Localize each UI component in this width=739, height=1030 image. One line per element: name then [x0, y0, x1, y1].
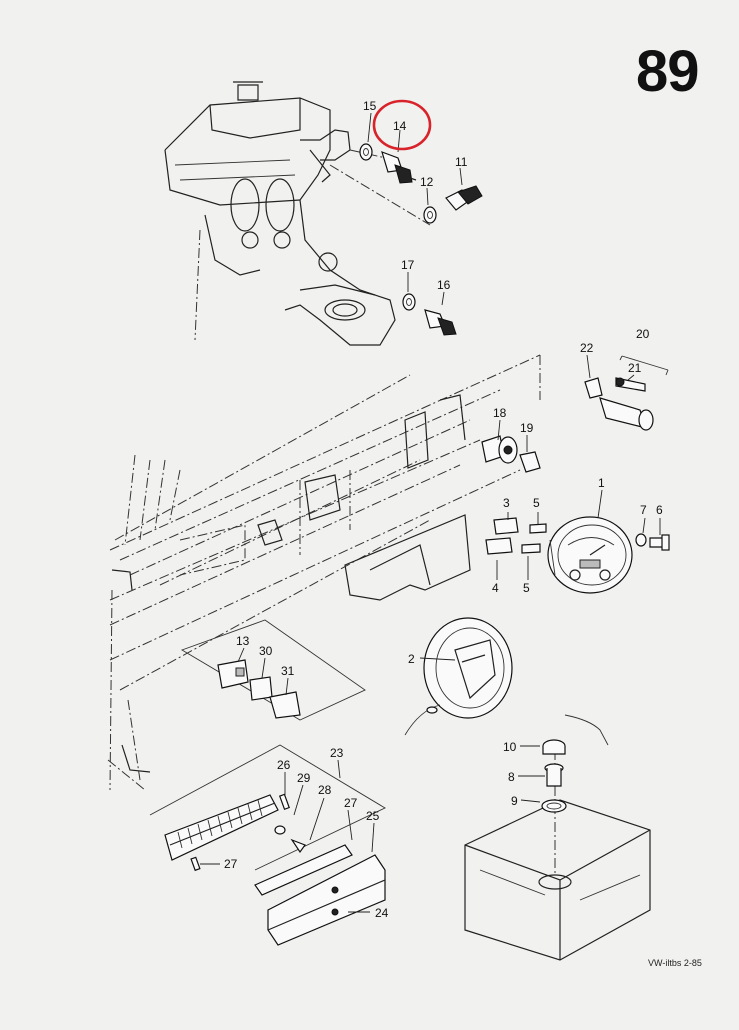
callout-5b: 5 — [523, 581, 530, 595]
callout-15: 15 — [363, 99, 377, 113]
callout-31: 31 — [281, 664, 295, 678]
callout-24: 24 — [375, 906, 389, 920]
callout-2: 2 — [408, 652, 415, 666]
callout-18: 18 — [493, 406, 507, 420]
part-11-switch — [445, 185, 483, 211]
leader-lines — [200, 112, 661, 913]
fuel-tank — [464, 714, 651, 961]
part-9-seal — [541, 799, 567, 813]
fuse-box — [149, 744, 386, 872]
callout-13: 13 — [236, 634, 250, 648]
callout-7: 7 — [640, 503, 647, 517]
part-20-lighter-assembly — [599, 355, 669, 431]
part-16-sender — [424, 309, 457, 336]
callout-17: 17 — [401, 258, 415, 272]
callout-21: 21 — [628, 361, 642, 375]
part-17-washer — [402, 293, 416, 311]
callout-4: 4 — [492, 581, 499, 595]
part-22-socket — [584, 377, 603, 399]
parts-6-7-screw-washer — [635, 533, 670, 551]
callout-1: 1 — [598, 476, 605, 490]
callout-12: 12 — [420, 175, 434, 189]
part-14-oil-pressure-switch — [381, 151, 417, 184]
callout-25: 25 — [366, 809, 380, 823]
callout-11: 11 — [455, 155, 468, 169]
callout-16: 16 — [437, 278, 451, 292]
footer-code: VW-iltbs 2-85 — [648, 958, 702, 968]
callout-27a: 27 — [344, 796, 358, 810]
part-1-instrument-cluster — [547, 516, 633, 594]
part-8-sender — [544, 763, 564, 787]
callout-labels: 1 2 3 4 5 5 6 7 8 9 10 11 12 13 14 15 16… — [224, 99, 663, 920]
callout-3: 3 — [503, 496, 510, 510]
callout-5a: 5 — [533, 496, 540, 510]
part-19-clip — [519, 451, 541, 473]
parts-3-4-5-bulbs — [485, 517, 547, 555]
part-21-element — [615, 377, 646, 392]
part-12-washer — [423, 206, 437, 224]
highlight-circle — [372, 99, 432, 151]
callout-10: 10 — [503, 740, 517, 754]
part-18-switch — [481, 435, 518, 464]
part-2-gauge — [423, 617, 513, 719]
dashboard-frame — [107, 354, 541, 791]
part-15-washer — [359, 143, 373, 161]
callout-8: 8 — [508, 770, 515, 784]
callout-26: 26 — [277, 758, 291, 772]
callout-27b: 27 — [224, 857, 238, 871]
part-10-nut — [542, 739, 566, 755]
cover-plates — [254, 844, 386, 946]
callout-23: 23 — [330, 746, 344, 760]
page-number: 89 — [636, 39, 700, 104]
callout-22: 22 — [580, 341, 594, 355]
callout-30: 30 — [259, 644, 273, 658]
relay-bracket — [180, 619, 366, 721]
callout-19: 19 — [520, 421, 534, 435]
callout-9: 9 — [511, 794, 518, 808]
callout-28: 28 — [318, 783, 332, 797]
callout-29: 29 — [297, 771, 311, 785]
callout-14: 14 — [393, 119, 407, 133]
callout-6: 6 — [656, 503, 663, 517]
engine-block — [164, 81, 431, 346]
callout-20: 20 — [636, 327, 650, 341]
